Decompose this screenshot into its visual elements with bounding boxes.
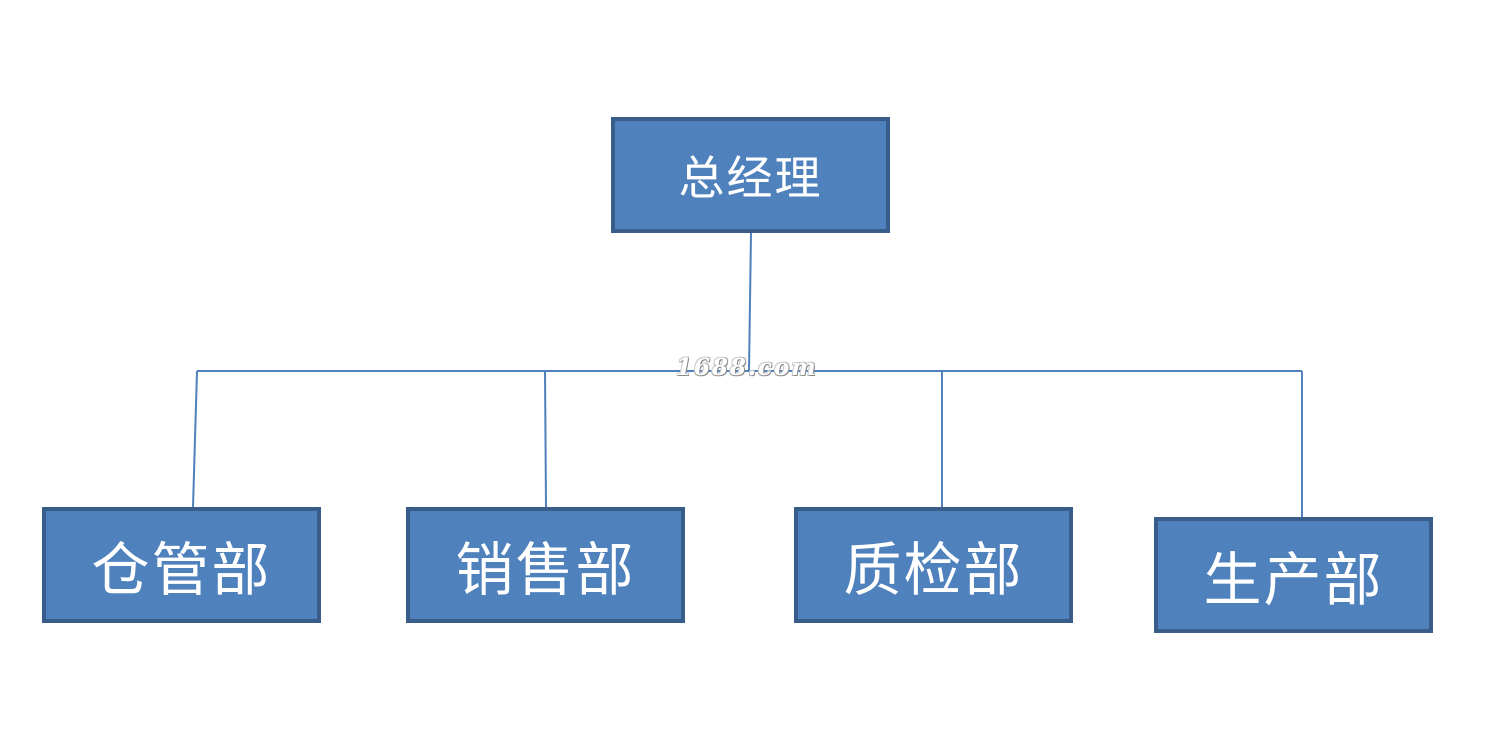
- node-label: 销售部: [455, 536, 636, 604]
- node-warehouse-dept: 仓管部: [42, 507, 321, 623]
- node-label: 总经理: [678, 151, 823, 205]
- node-label: 仓管部: [91, 536, 272, 604]
- node-sales-dept: 销售部: [406, 507, 685, 623]
- watermark-text: 1688.com: [676, 354, 818, 381]
- node-production-dept: 生产部: [1154, 517, 1433, 633]
- node-label: 生产部: [1203, 546, 1384, 614]
- node-quality-dept: 质检部: [794, 507, 1073, 623]
- node-label: 质检部: [843, 536, 1024, 604]
- connector-drop-warehouse: [192, 370, 198, 508]
- node-general-manager: 总经理: [611, 117, 890, 233]
- connector-root-trunk: [748, 232, 752, 372]
- connector-drop-sales: [544, 370, 547, 508]
